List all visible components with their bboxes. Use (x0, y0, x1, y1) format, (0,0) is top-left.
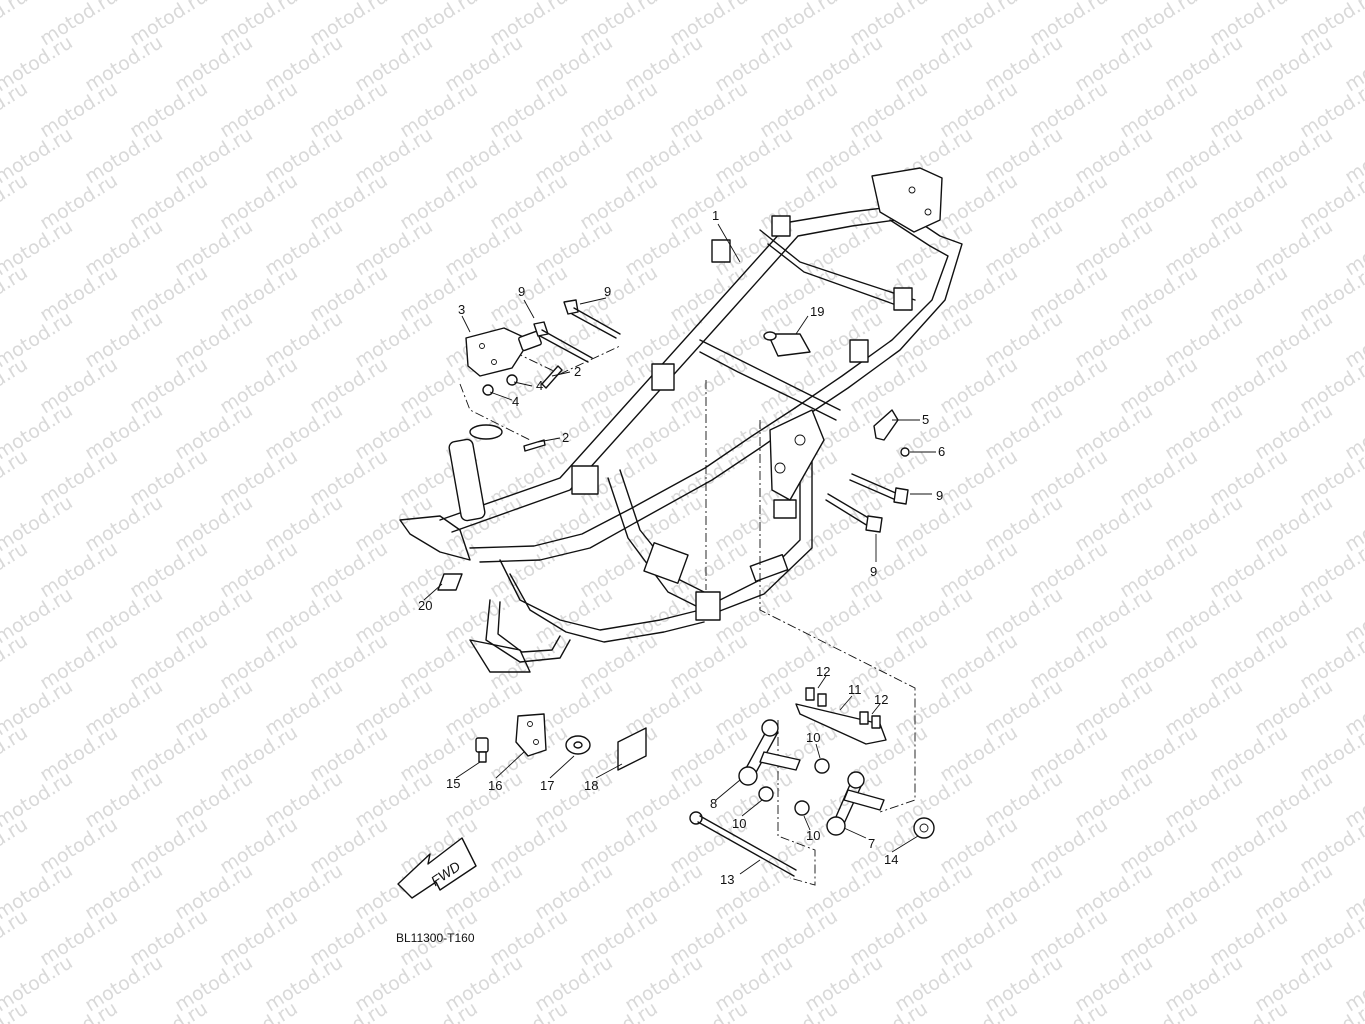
watermark-text: motod.ru (1341, 0, 1365, 4)
watermark-text: motod.ru (0, 905, 32, 970)
callout-12: 12 (874, 692, 888, 707)
callout-8: 8 (710, 796, 717, 811)
callout-7: 7 (868, 836, 875, 851)
callout-2: 2 (574, 364, 581, 379)
watermark-text: motod.ru (0, 629, 32, 694)
callout-19: 19 (810, 304, 824, 319)
callout-17: 17 (540, 778, 554, 793)
watermark-text: motod.ru (1206, 997, 1292, 1024)
callout-1: 1 (712, 208, 719, 223)
watermark-text: motod.ru (126, 997, 212, 1024)
callout-9: 9 (936, 488, 943, 503)
watermark-text: motod.ru (0, 261, 32, 326)
callout-3: 3 (458, 302, 465, 317)
watermark-text: motod.ru (0, 0, 32, 50)
part-15-bolt (475, 737, 489, 763)
watermark-text: motod.ru (1026, 997, 1112, 1024)
watermark-text: motod.ru (396, 997, 482, 1024)
callout-numbers: 1 2 2 3 4 4 5 6 7 8 9 9 9 9 10 10 10 11 … (418, 208, 945, 887)
part-17-washer (565, 735, 591, 755)
watermark-text: motod.ru (846, 997, 932, 1024)
watermark-text: motod.ru (0, 537, 32, 602)
callout-10: 10 (806, 828, 820, 843)
callout-5: 5 (922, 412, 929, 427)
callout-leaders (423, 223, 936, 875)
callout-18: 18 (584, 778, 598, 793)
callout-11: 11 (848, 682, 862, 697)
callout-9: 9 (518, 284, 525, 299)
callout-9: 9 (870, 564, 877, 579)
diagram-code: BL11300-T160 (396, 931, 475, 945)
watermark-text: motod.ru (0, 169, 32, 234)
part-18-label (617, 727, 647, 771)
watermark-text: motod.ru (0, 721, 32, 786)
callout-9: 9 (604, 284, 611, 299)
part-20-label (437, 573, 463, 591)
part-16-bracket (515, 713, 547, 757)
callout-10: 10 (806, 730, 820, 745)
watermark-text: motod.ru (1116, 997, 1202, 1024)
frame-assembly (399, 167, 963, 673)
watermark-text: motod.ru (756, 997, 842, 1024)
watermark-text: motod.ru (666, 997, 752, 1024)
watermark-text: motod.ru (576, 997, 662, 1024)
callout-4: 4 (536, 378, 543, 393)
watermark-text: motod.ru (36, 997, 122, 1024)
part-9-bolts-upper (533, 299, 621, 363)
watermark-text: motod.ru (216, 997, 302, 1024)
watermark-text: motod.ru (0, 353, 32, 418)
watermark-text: motod.ru (936, 997, 1022, 1024)
assembly-guide-lines (459, 345, 916, 886)
part-5-6-bracket-bolt (873, 409, 910, 457)
part-3-bracket (465, 327, 542, 377)
part-9-bolts-lower (825, 473, 909, 533)
watermark-text: motod.ru (486, 997, 572, 1024)
part-2-pins (523, 365, 563, 452)
callout-13: 13 (720, 872, 734, 887)
callout-2: 2 (562, 430, 569, 445)
callout-12: 12 (816, 664, 830, 679)
callout-14: 14 (884, 852, 898, 867)
watermark-text: motod.ru (306, 997, 392, 1024)
callout-15: 15 (446, 776, 460, 791)
part-19-pipe (763, 331, 811, 357)
watermark-text: motod.ru (0, 445, 32, 510)
callout-10: 10 (732, 816, 746, 831)
callout-16: 16 (488, 778, 502, 793)
watermark-text: motod.ru (0, 77, 32, 142)
callout-6: 6 (938, 444, 945, 459)
callout-20: 20 (418, 598, 432, 613)
engine-mount-assembly (689, 687, 935, 877)
watermark-text: motod.ru (0, 813, 32, 878)
callout-4: 4 (512, 394, 519, 409)
